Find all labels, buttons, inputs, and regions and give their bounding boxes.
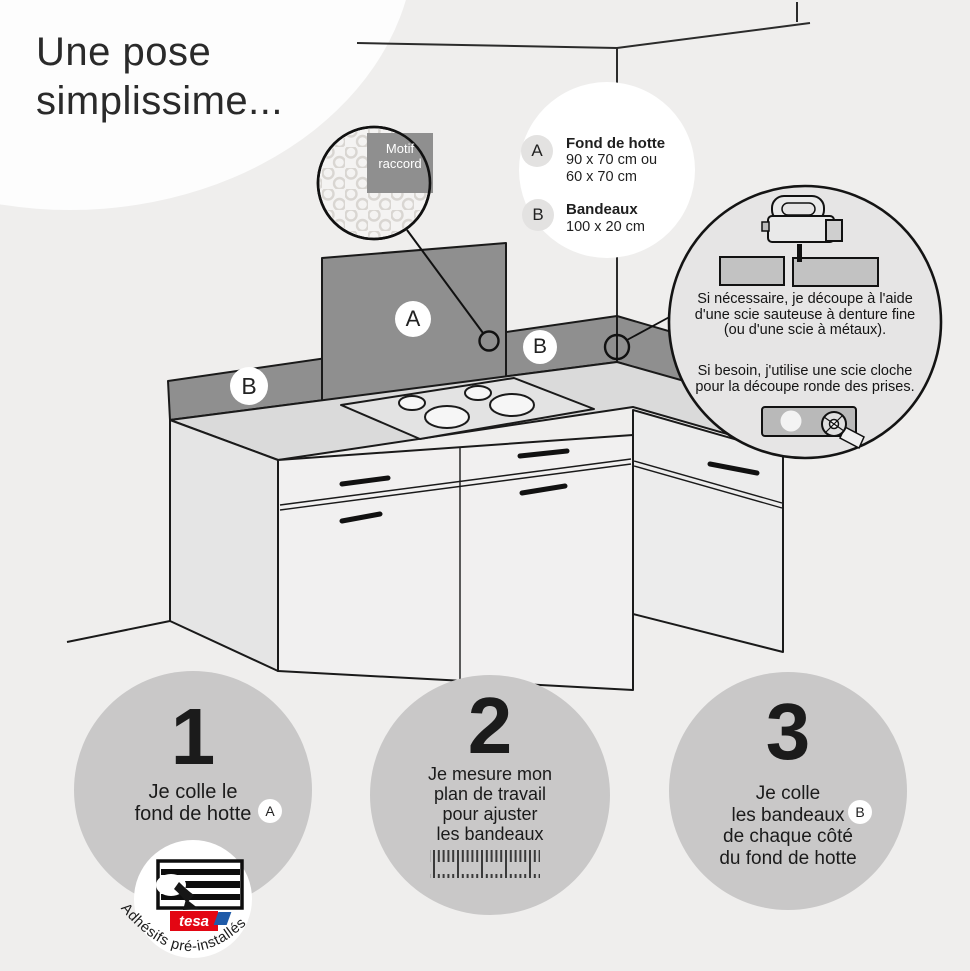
step-2-text: Je mesure mon plan de travail pour ajust… — [427, 764, 553, 844]
step-3-circle — [669, 672, 907, 910]
cabinet-side-panel — [169, 419, 279, 672]
burner-icon — [464, 385, 492, 401]
cooktop-burners — [398, 385, 535, 429]
adhesive-strips-icon — [156, 859, 244, 910]
burner-icon — [489, 393, 535, 417]
step-3-number: 3 — [765, 687, 811, 776]
cabinet-front — [277, 434, 634, 691]
legend-item-a-dims: 90 x 70 cm ou 60 x 70 cm — [566, 152, 658, 186]
step-1-badge-a: A — [258, 799, 282, 823]
cooktop — [340, 377, 595, 440]
joint-ring-marker — [478, 330, 500, 352]
floor-line — [66, 620, 171, 643]
step-1-number: 1 — [170, 692, 216, 781]
legend-item-b-title: Bandeaux — [566, 201, 638, 218]
cabinet-seams — [279, 447, 783, 681]
magnifier-label: Motif raccord — [378, 141, 422, 171]
tip-paragraph-1: Si nécessaire, je découpe à l'aide d'une… — [694, 291, 916, 339]
joint-ring-marker — [603, 333, 631, 361]
tesa-logo-text: tesa — [178, 912, 210, 930]
legend-item-a-title: Fond de hotte — [566, 135, 666, 152]
magnifier-label-box — [367, 133, 433, 193]
hole-saw-icon — [821, 411, 865, 450]
joint-markers — [406, 229, 676, 361]
cabinet-handles — [339, 448, 760, 524]
tip-paragraph-2: Si besoin, j'utilise une scie cloche pou… — [695, 363, 915, 395]
magnifier-circle — [316, 125, 433, 241]
legend-item-b-dims: 100 x 20 cm — [566, 219, 645, 235]
intro-ellipse — [0, 0, 406, 210]
kitchen-badge-a: A — [395, 301, 431, 337]
step-3-badge-b: B — [848, 800, 872, 824]
kitchen-badge-b-left: B — [230, 367, 268, 405]
step-1-text: Je colle le fond de hotte — [134, 781, 252, 825]
cutting-tip-circle — [667, 184, 943, 460]
step-2-number: 2 — [467, 681, 513, 770]
legend-circle — [519, 82, 695, 258]
step-1-circle — [74, 671, 312, 909]
burner-icon — [398, 395, 426, 411]
legend-badge-a: A — [521, 135, 553, 167]
board-right-icon — [792, 257, 879, 287]
legend-badge-b: B — [522, 199, 554, 231]
page-title: Une pose simplissime... — [36, 30, 284, 123]
step-3-text: Je colle les bandeaux de chaque côté du … — [719, 783, 857, 869]
ruler-icon — [430, 850, 540, 878]
kitchen-badge-b-right: B — [523, 330, 557, 364]
jigsaw-icon — [761, 195, 843, 262]
tesa-logo: tesa — [170, 911, 232, 931]
tesa-circle: Adhésifs pré-installés — [118, 840, 252, 958]
board-left-icon — [719, 256, 785, 286]
burner-icon — [424, 405, 470, 429]
